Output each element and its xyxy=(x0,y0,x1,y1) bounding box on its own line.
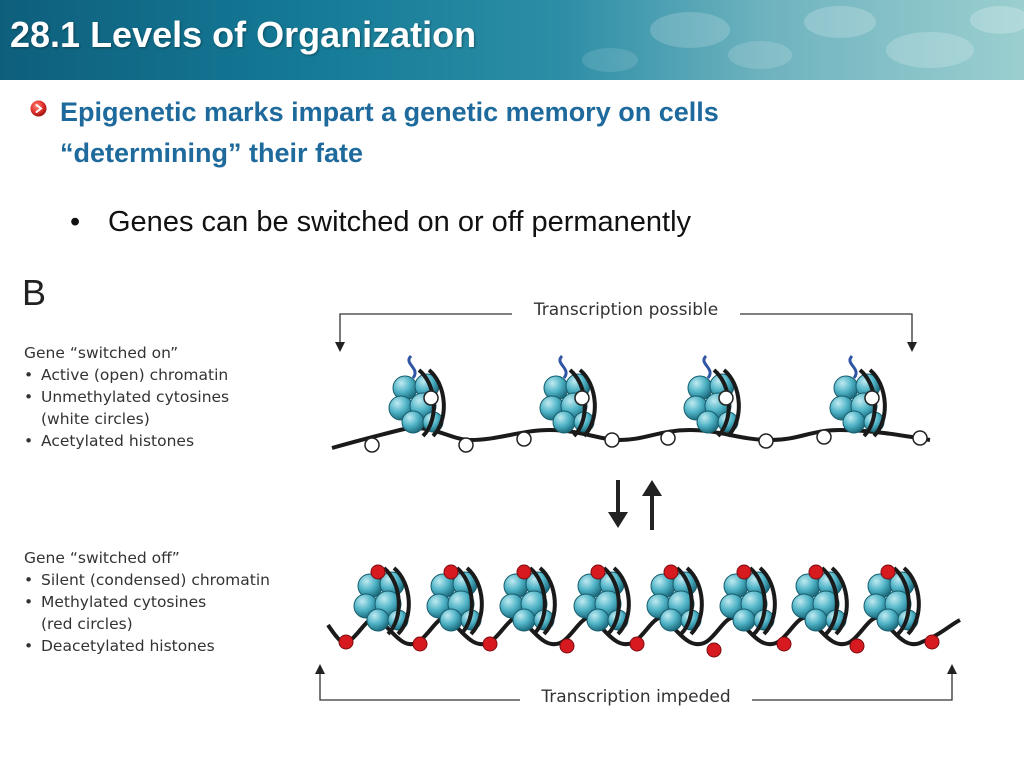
main-point-line-1: Epigenetic marks impart a genetic memory… xyxy=(60,97,719,127)
acetyl-tail-icon xyxy=(558,354,568,379)
legend-off-item: •Deacetylated histones xyxy=(24,637,215,655)
nucleosome-condensed xyxy=(718,564,777,636)
methylated-cytosine-icon xyxy=(482,636,498,652)
nucleosome-open xyxy=(682,354,741,438)
methylated-cytosine-icon xyxy=(880,564,896,580)
main-point-text: Epigenetic marks impart a genetic memory… xyxy=(60,92,960,174)
nucleosome-condensed xyxy=(498,564,557,636)
sub-point-bullet: • xyxy=(70,206,81,238)
header-background-art xyxy=(582,6,1024,72)
legend-on-title: Gene “switched on” xyxy=(24,344,179,362)
methylated-cytosine-icon xyxy=(412,636,428,652)
nucleosome-condensed xyxy=(645,564,704,636)
legend-on-item: •Active (open) chromatin xyxy=(24,366,229,384)
nucleosome-condensed xyxy=(352,564,411,636)
legend-on-item-continued: (white circles) xyxy=(41,410,150,428)
acetyl-tail-icon xyxy=(407,354,417,379)
methylated-cytosine-icon xyxy=(808,564,824,580)
bracket-transcription-impeded xyxy=(315,664,957,701)
methylated-cytosine-icon xyxy=(559,638,575,654)
methylated-cytosine-icon xyxy=(338,634,354,650)
methylated-cytosine-icon xyxy=(370,564,386,580)
nucleosome-condensed xyxy=(425,564,484,636)
unmethylated-cytosine-icon xyxy=(758,433,774,449)
unmethylated-cytosine-icon xyxy=(458,437,474,453)
slide-title: 28.1 Levels of Organization xyxy=(10,14,477,55)
acetyl-tail-icon xyxy=(702,354,712,379)
methylated-cytosine-icon xyxy=(924,634,940,650)
unmethylated-cytosine-icon xyxy=(604,432,620,448)
legend-off-item: •Silent (condensed) chromatin xyxy=(24,571,270,589)
unmethylated-cytosine-icon xyxy=(816,429,832,445)
legend-on-item: •Unmethylated cytosines xyxy=(24,388,230,406)
legend-off-item: •Methylated cytosines xyxy=(24,593,207,611)
acetyl-tail-icon xyxy=(848,354,858,379)
bullet-orb-icon xyxy=(30,100,47,117)
methylated-cytosine-icon xyxy=(849,638,865,654)
main-point-line-2: “determining” their fate xyxy=(60,138,364,168)
open-chromatin xyxy=(331,354,931,453)
condensed-chromatin xyxy=(326,564,961,658)
legend-off-item-continued: (red circles) xyxy=(41,615,133,633)
legend-switched-off: Gene “switched off” •Silent (condensed) … xyxy=(24,547,270,657)
figure-panel-letter: B xyxy=(22,272,47,313)
methylated-cytosine-icon xyxy=(443,564,459,580)
bracket-transcription-possible xyxy=(335,313,917,352)
nucleosome-condensed xyxy=(790,564,849,636)
dna-strand-open xyxy=(331,426,931,450)
legend-on-item: •Acetylated histones xyxy=(24,432,195,450)
nucleosome-condensed xyxy=(572,564,631,636)
methylated-cytosine-icon xyxy=(629,636,645,652)
legend-off-title: Gene “switched off” xyxy=(24,549,180,567)
methylated-cytosine-icon xyxy=(590,564,606,580)
nucleosome-open xyxy=(387,354,446,438)
sub-point-text: Genes can be switched on or off permanen… xyxy=(108,206,692,238)
slide-header: 28.1 Levels of Organization xyxy=(0,0,1024,80)
nucleosome-condensed xyxy=(862,564,921,636)
label-transcription-impeded: Transcription impeded xyxy=(520,687,752,707)
unmethylated-cytosine-icon xyxy=(912,430,928,446)
reversible-arrows-icon xyxy=(608,480,662,530)
chromatin-diagram xyxy=(315,313,961,701)
unmethylated-cytosine-icon xyxy=(516,431,532,447)
nucleosome-open xyxy=(828,354,887,438)
methylated-cytosine-icon xyxy=(736,564,752,580)
nucleosome-open xyxy=(538,354,597,438)
methylated-cytosine-icon xyxy=(516,564,532,580)
methylated-cytosine-icon xyxy=(663,564,679,580)
methylated-cytosine-icon xyxy=(706,642,722,658)
label-transcription-possible: Transcription possible xyxy=(512,300,740,320)
unmethylated-cytosine-icon xyxy=(660,430,676,446)
unmethylated-cytosine-icon xyxy=(364,437,380,453)
methylated-cytosine-icon xyxy=(776,636,792,652)
legend-switched-on: Gene “switched on” •Active (open) chroma… xyxy=(24,342,229,452)
